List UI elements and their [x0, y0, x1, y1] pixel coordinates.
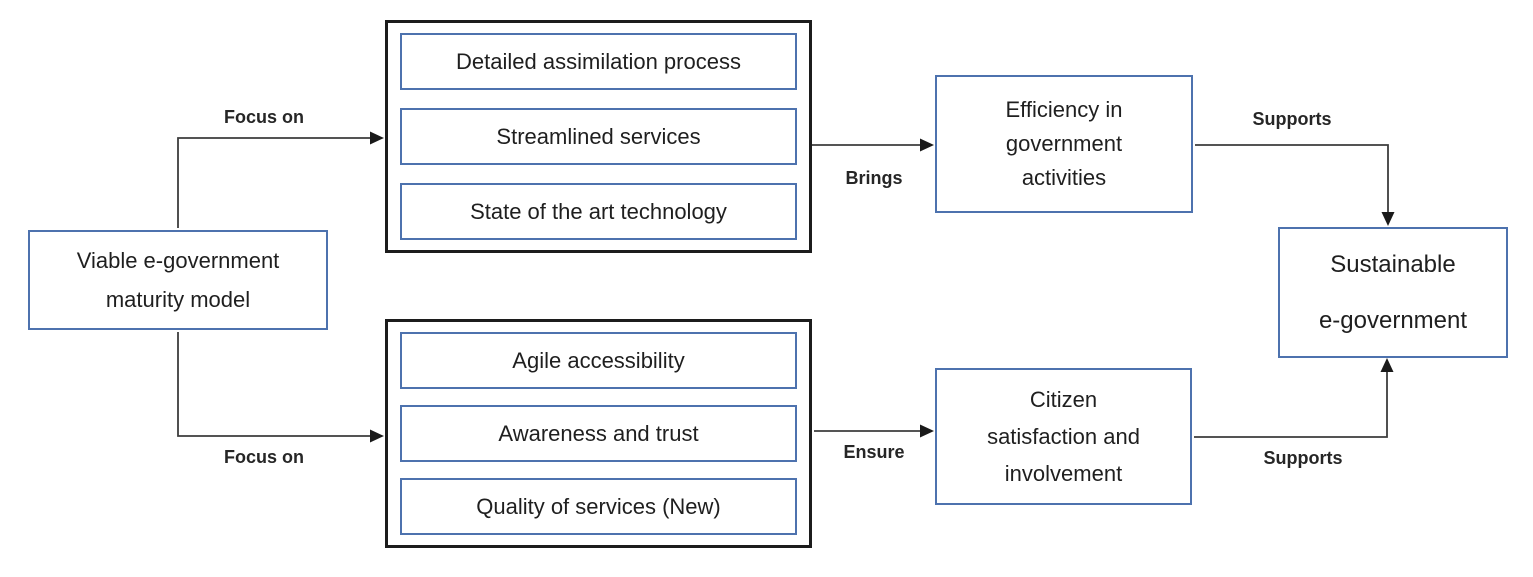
efficiency-box-line: government — [1005, 131, 1123, 156]
efficiency-in-government-activities-box: Efficiency in government activities — [935, 75, 1193, 213]
citizen-box-line: involvement — [1004, 461, 1123, 486]
arrow-focus-on-top — [177, 137, 371, 228]
edge-label-supports-top: Supports — [1252, 109, 1332, 129]
focus-group-top: Detailed assimilation process Streamline… — [385, 20, 812, 253]
arrow-supports-bottom — [1194, 372, 1388, 438]
citizen-box-line: Citizen — [1029, 387, 1098, 412]
arrowhead-supports-top — [1381, 212, 1395, 226]
edge-label-focus-on-bottom: Focus on — [224, 447, 304, 467]
sustainable-egovernment-box: Sustainable e-government — [1278, 227, 1508, 358]
arrowhead-focus-on-top — [370, 131, 384, 145]
edge-label-supports-bottom: Supports — [1263, 448, 1343, 468]
edge-label-ensure: Ensure — [843, 442, 905, 462]
item-awareness-and-trust: Awareness and trust — [400, 405, 797, 462]
item-streamlined-services: Streamlined services — [400, 108, 797, 165]
arrowhead-brings — [920, 138, 934, 152]
root-box-line: maturity model — [105, 287, 251, 312]
focus-group-bottom: Agile accessibility Awareness and trust … — [385, 319, 812, 548]
root-box-line: Viable e-government — [76, 248, 280, 273]
sustainable-box-line: e-government — [1318, 307, 1468, 334]
viable-egov-maturity-model-box: Viable e-government maturity model — [28, 230, 328, 330]
arrowhead-focus-on-bottom — [370, 429, 384, 443]
edge-label-brings: Brings — [845, 168, 903, 188]
item-agile-accessibility: Agile accessibility — [400, 332, 797, 389]
citizen-satisfaction-involvement-box: Citizen satisfaction and involvement — [935, 368, 1192, 505]
citizen-box-line: satisfaction and — [987, 424, 1140, 449]
arrow-supports-top — [1195, 144, 1389, 212]
efficiency-box-line: Efficiency in — [1005, 97, 1123, 122]
item-state-of-the-art-technology: State of the art technology — [400, 183, 797, 240]
arrowhead-supports-bottom — [1380, 358, 1394, 372]
efficiency-box-line: activities — [1021, 165, 1107, 190]
item-detailed-assimilation-process: Detailed assimilation process — [400, 33, 797, 90]
arrowhead-ensure — [920, 424, 934, 438]
item-quality-of-services-new: Quality of services (New) — [400, 478, 797, 535]
edge-label-focus-on-top: Focus on — [224, 107, 304, 127]
arrow-focus-on-bottom — [177, 332, 371, 437]
sustainable-box-line: Sustainable — [1330, 251, 1456, 278]
